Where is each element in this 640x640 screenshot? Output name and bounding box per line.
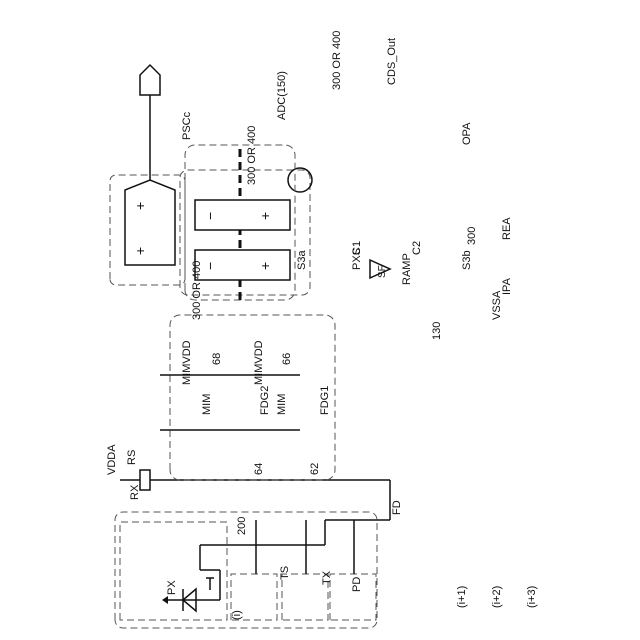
label-ipa: IPA: [501, 277, 513, 295]
pd-arrow: [162, 596, 168, 604]
ipa-plus: +: [257, 262, 273, 270]
label-ts: TS: [279, 566, 291, 580]
label-300-or-400-amp: 300 OR 400: [246, 126, 258, 185]
label-pixel-i1: (i+1): [456, 586, 468, 608]
label-s3b: S3b: [461, 250, 473, 270]
rea-minus: −: [202, 212, 218, 220]
label-64: 64: [253, 463, 265, 475]
label-62: 62: [309, 463, 321, 475]
label-66: 66: [281, 353, 293, 365]
label-cds-out: CDS_Out: [386, 38, 398, 85]
label-pixel-i3: (i+3): [526, 586, 538, 608]
label-fd: FD: [391, 500, 403, 515]
label-mim-b: MIM: [276, 394, 288, 415]
label-rea: REA: [501, 217, 513, 240]
label-tx: TX: [321, 570, 333, 585]
label-adc: ADC(150): [276, 71, 288, 120]
label-fdg1: FDG1: [319, 386, 331, 415]
label-opa: OPA: [461, 122, 473, 145]
rea-plus: +: [257, 212, 273, 220]
label-vdda: VDDA: [106, 444, 118, 475]
label-sf: SF: [377, 265, 388, 278]
ipa-minus: −: [202, 262, 218, 270]
label-s3a: S3a: [296, 250, 308, 270]
opa-plus-b: +: [132, 202, 148, 210]
opa-plus-a: +: [132, 247, 148, 255]
cds-out-arrow: [140, 65, 160, 95]
label-200: 200: [236, 517, 248, 535]
label-rs: RS: [126, 450, 138, 465]
label-c1: C1: [351, 241, 363, 255]
label-mimvdd-b: MIMVDD: [253, 340, 265, 385]
label-68: 68: [211, 353, 223, 365]
label-pd: PD: [351, 577, 363, 592]
label-pixel-i2: (i+2): [491, 586, 503, 608]
pixel-i-box: [120, 522, 227, 620]
label-px: PX: [166, 580, 178, 595]
label-pscc: PSCc: [181, 111, 193, 140]
label-130: 130: [431, 322, 443, 340]
ramp-source: [288, 168, 312, 192]
label-300: 300: [466, 227, 478, 245]
label-mimvdd-a: MIMVDD: [181, 340, 193, 385]
label-300-or-400-top: 300 OR 400: [331, 31, 343, 90]
label-ramp: RAMP: [401, 253, 413, 285]
rx-transistor: [140, 470, 150, 490]
label-c2: C2: [411, 241, 423, 255]
label-fdg2: FDG2: [259, 386, 271, 415]
label-rx: RX: [129, 484, 141, 500]
label-pixel-i: (i): [231, 610, 243, 620]
label-mim-a: MIM: [201, 394, 213, 415]
